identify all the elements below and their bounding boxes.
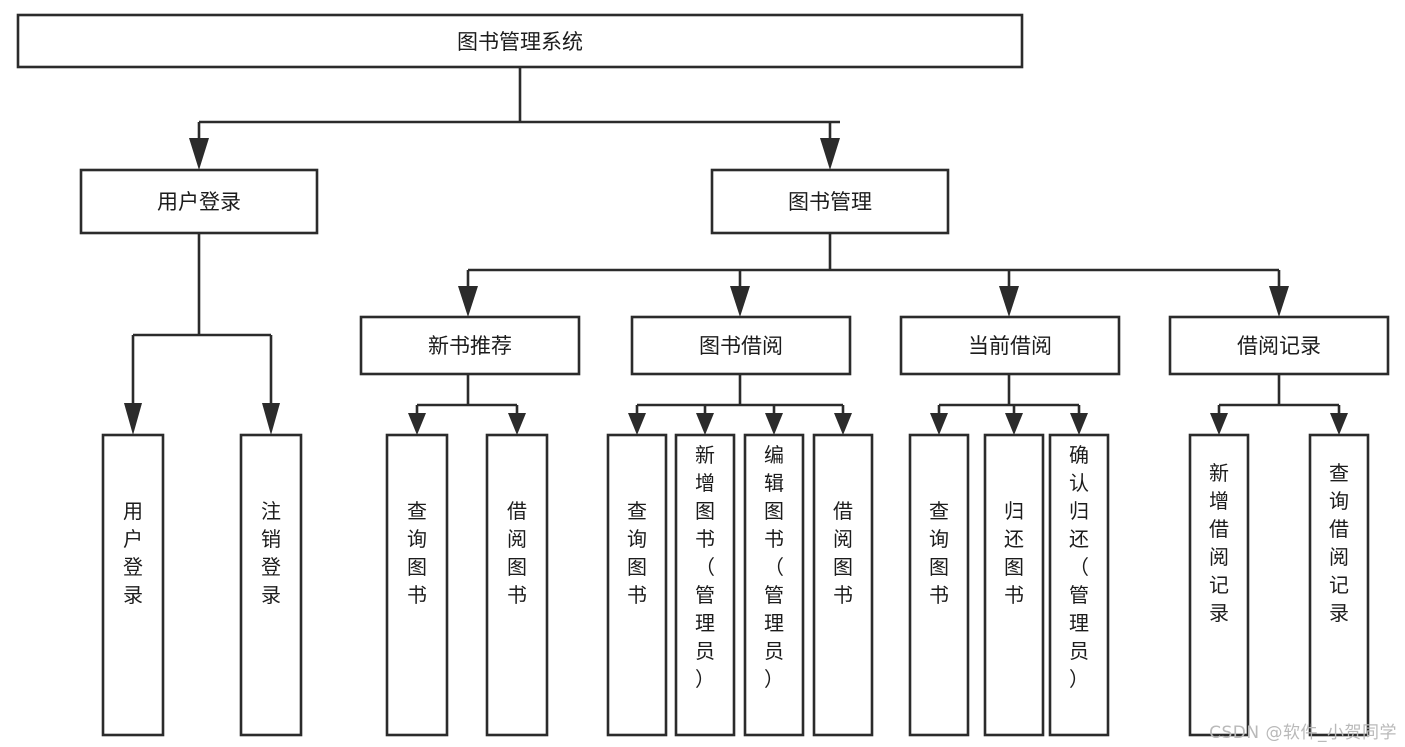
- node-book-management-box[interactable]: [710, 168, 950, 235]
- leaf-user-login-box[interactable]: [101, 433, 165, 737]
- leaf-query-book-recommend-box[interactable]: [385, 433, 449, 737]
- node-root-box[interactable]: [16, 13, 1024, 69]
- leaf-query-book-recommend-label: 查询图书: [407, 499, 427, 607]
- leaf-user-login-label: 用户登录: [123, 499, 143, 607]
- leaf-query-book-current-label: 查询图书: [929, 499, 949, 607]
- arrow-head-leaf-return: [1005, 413, 1023, 435]
- leaf-add-book-admin[interactable]: 新增图书（管理员）: [674, 433, 736, 737]
- leaf-borrow-book-recommend-box[interactable]: [485, 433, 549, 737]
- leaf-borrow-book[interactable]: 借阅图书: [812, 433, 874, 737]
- arrow-head-leaf-editbook: [765, 413, 783, 435]
- leaf-edit-book-admin-label: 编辑图书（管理员）: [764, 443, 784, 691]
- arrow-head-leaf-addbook: [696, 413, 714, 435]
- leaf-query-borrow-record-label: 查询借阅记录: [1329, 461, 1349, 625]
- leaf-borrow-book-box[interactable]: [812, 433, 874, 737]
- leaf-borrow-book-recommend[interactable]: 借阅图书: [485, 433, 549, 737]
- node-borrow-record[interactable]: 借阅记录: [1168, 315, 1390, 376]
- node-root[interactable]: 图书管理系统: [16, 13, 1024, 69]
- leaf-edit-book-admin-box[interactable]: [743, 433, 805, 737]
- node-book-borrow-box[interactable]: [630, 315, 852, 376]
- leaf-layer: 用户登录 注销登录 查询图书 借阅图书 查询图书 新增图书（管理员）: [101, 433, 1370, 737]
- leaf-query-borrow-record[interactable]: 查询借阅记录: [1308, 433, 1370, 737]
- node-root-label: 图书管理系统: [457, 30, 583, 54]
- leaf-query-book-current-box[interactable]: [908, 433, 970, 737]
- arrow-head-borrow: [730, 286, 750, 317]
- node-new-book-recommend-label: 新书推荐: [428, 334, 512, 358]
- arrow-head-leaf-query-current: [930, 413, 948, 435]
- leaf-logout-box[interactable]: [239, 433, 303, 737]
- node-current-borrow-label: 当前借阅: [968, 334, 1052, 358]
- node-current-borrow[interactable]: 当前借阅: [899, 315, 1121, 376]
- arrow-head-leaf-query-borrow: [628, 413, 646, 435]
- leaf-query-book-borrow[interactable]: 查询图书: [606, 433, 668, 737]
- arrow-head-current: [999, 286, 1019, 317]
- leaf-return-book-label: 归还图书: [1004, 499, 1024, 607]
- arrow-head-leaf-query-newbook: [408, 413, 426, 435]
- csdn-watermark: CSDN @软件_小贺同学: [1209, 723, 1397, 743]
- node-book-borrow-label: 图书借阅: [699, 334, 783, 358]
- node-user-login-box[interactable]: [79, 168, 319, 235]
- node-user-login-label: 用户登录: [157, 190, 241, 214]
- leaf-query-borrow-record-box[interactable]: [1308, 433, 1370, 737]
- leaf-confirm-return-admin-box[interactable]: [1048, 433, 1110, 737]
- arrow-head-newbook: [458, 286, 478, 317]
- leaf-confirm-return-admin[interactable]: 确认归还（管理员）: [1048, 433, 1110, 737]
- leaf-logout-label: 注销登录: [261, 499, 281, 607]
- leaf-query-book-borrow-box[interactable]: [606, 433, 668, 737]
- leaf-query-book-current[interactable]: 查询图书: [908, 433, 970, 737]
- leaf-add-borrow-record[interactable]: 新增借阅记录: [1188, 433, 1250, 737]
- arrow-head-userlogin: [189, 138, 209, 170]
- node-user-login[interactable]: 用户登录: [79, 168, 319, 235]
- leaf-add-book-admin-label: 新增图书（管理员）: [695, 443, 715, 691]
- arrow-head-leaf-borrow-newbook: [508, 413, 526, 435]
- leaf-edit-book-admin[interactable]: 编辑图书（管理员）: [743, 433, 805, 737]
- node-book-management-label: 图书管理: [788, 190, 872, 214]
- arrow-head-record: [1269, 286, 1289, 317]
- leaf-user-login[interactable]: 用户登录: [101, 433, 165, 737]
- node-new-book-recommend[interactable]: 新书推荐: [359, 315, 581, 376]
- leaf-return-book[interactable]: 归还图书: [983, 433, 1045, 737]
- leaf-borrow-book-label: 借阅图书: [833, 499, 853, 607]
- arrow-head-bookmgmt: [820, 138, 840, 170]
- arrow-head-leaf-addrecord: [1210, 413, 1228, 435]
- node-book-management[interactable]: 图书管理: [710, 168, 950, 235]
- leaf-query-book-borrow-label: 查询图书: [627, 499, 647, 607]
- node-borrow-record-box[interactable]: [1168, 315, 1390, 376]
- leaf-query-book-recommend[interactable]: 查询图书: [385, 433, 449, 737]
- leaf-logout[interactable]: 注销登录: [239, 433, 303, 737]
- arrow-head-leaf-userlogin: [124, 403, 142, 435]
- node-current-borrow-box[interactable]: [899, 315, 1121, 376]
- node-new-book-recommend-box[interactable]: [359, 315, 581, 376]
- arrow-head-leaf-queryrecord: [1330, 413, 1348, 435]
- node-borrow-record-label: 借阅记录: [1237, 334, 1321, 358]
- node-book-borrow[interactable]: 图书借阅: [630, 315, 852, 376]
- leaf-add-borrow-record-label: 新增借阅记录: [1209, 461, 1229, 625]
- leaf-confirm-return-admin-label: 确认归还（管理员）: [1069, 443, 1089, 691]
- arrow-head-leaf-borrowbook: [834, 413, 852, 435]
- leaf-add-borrow-record-box[interactable]: [1188, 433, 1250, 737]
- leaf-add-book-admin-box[interactable]: [674, 433, 736, 737]
- arrow-head-leaf-confirm-return: [1070, 413, 1088, 435]
- arrow-head-leaf-logout: [262, 403, 280, 435]
- leaf-return-book-box[interactable]: [983, 433, 1045, 737]
- leaf-borrow-book-recommend-label: 借阅图书: [507, 499, 527, 607]
- connector-layer: [124, 67, 1348, 435]
